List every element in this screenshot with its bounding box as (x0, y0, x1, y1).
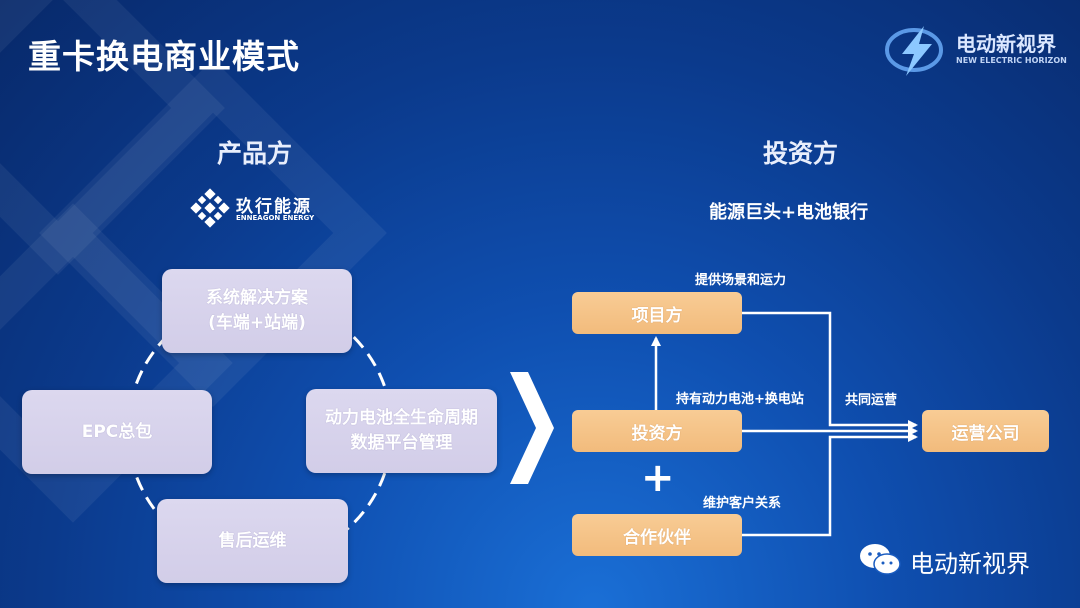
card-system-solution: 系统解决方案 (车端+站端) (162, 269, 352, 353)
card-battery-line2: 数据平台管理 (350, 433, 453, 453)
page-title: 重卡换电商业模式 (28, 37, 300, 76)
box-investor: 投资方 (572, 410, 742, 452)
box-project: 项目方 (572, 292, 742, 334)
label-provide-scene: 提供场景和运力 (695, 273, 787, 288)
right-section-title: 投资方 (763, 139, 839, 168)
enneagon-logo: 玖行能源 ENNEAGON ENERGY (190, 188, 340, 228)
card-battery-line1: 动力电池全生命周期 (325, 408, 478, 429)
left-section-title: 产品方 (217, 139, 293, 168)
brand-name-en: NEW ELECTRIC HORIZON (956, 56, 1067, 65)
card-after-sales: 售后运维 (157, 499, 348, 583)
brand-logo: 电动新视界 NEW ELECTRIC HORIZON (884, 22, 1074, 78)
box-operator-label: 运营公司 (951, 423, 1020, 444)
box-partner-label: 合作伙伴 (623, 527, 691, 548)
enneagon-name-en: ENNEAGON ENERGY (236, 214, 315, 222)
label-maintain-customer: 维护客户关系 (703, 496, 782, 511)
card-system-solution-line1: 系统解决方案 (206, 288, 308, 309)
lightning-logo-icon (885, 26, 943, 76)
watermark-text: 电动新视界 (910, 550, 1030, 578)
box-investor-label: 投资方 (631, 423, 683, 444)
card-after-sales-label: 售后运维 (218, 530, 287, 551)
box-project-label: 项目方 (631, 305, 683, 326)
enneagon-mark-icon (190, 188, 230, 228)
card-epc: EPC总包 (22, 390, 212, 474)
brand-name-cn: 电动新视界 (956, 32, 1056, 56)
label-joint-operation: 共同运营 (845, 393, 898, 408)
wechat-icon (860, 544, 901, 575)
enneagon-name-cn: 玖行能源 (236, 197, 312, 217)
plus-sign: + (641, 455, 675, 501)
card-battery-lifecycle: 动力电池全生命周期 数据平台管理 (306, 389, 497, 473)
box-operator: 运营公司 (922, 410, 1049, 452)
label-hold-battery: 持有动力电池+换电站 (676, 392, 804, 407)
card-epc-label: EPC总包 (81, 421, 153, 442)
card-system-solution-line2: (车端+站端) (208, 313, 306, 333)
right-subtitle: 能源巨头+电池银行 (709, 202, 869, 223)
watermark: 电动新视界 (858, 540, 1058, 580)
chevron-right-icon (510, 372, 554, 484)
box-partner: 合作伙伴 (572, 514, 742, 556)
